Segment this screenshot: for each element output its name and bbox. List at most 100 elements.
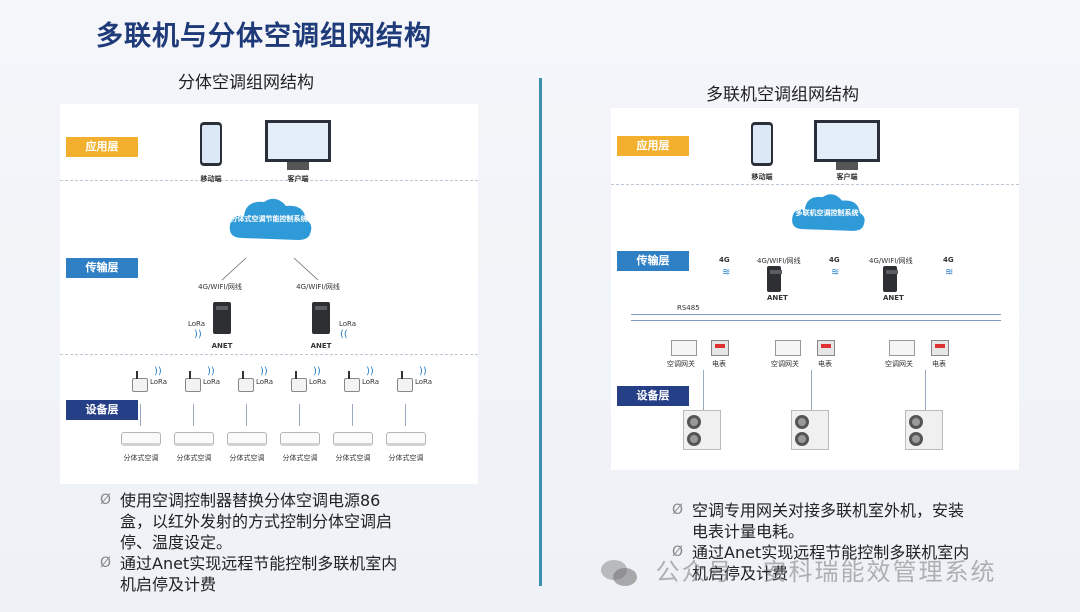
- layer-separator: [611, 184, 1019, 185]
- lora-label: LoRa: [188, 320, 206, 328]
- split-ac-label: 分体式空调: [335, 454, 371, 462]
- note-item: Ø 通过Anet实现远程节能控制多联机室内机启停及计费: [100, 554, 398, 594]
- anet-label: ANET: [211, 342, 233, 350]
- vrf-diagram: 应用层 传输层 设备层 移动端 客户端 多联机空调控制系统 4G ≋ 4G/WI…: [611, 108, 1019, 470]
- ac-controller-icon: [185, 371, 201, 392]
- wireless-signal-icon: )): [313, 366, 321, 377]
- wireless-signal-icon: )): [154, 366, 162, 377]
- meter-label: 电表: [932, 360, 946, 368]
- cloud-icon: 分体式空调节能控制系统: [224, 192, 314, 250]
- split-ac-diagram: 应用层 传输层 设备层 移动端 客户端 分体式空调节能控制系统 4G/WIFI/…: [60, 104, 478, 484]
- bullet-icon: Ø: [672, 544, 684, 560]
- anet-label: ANET: [310, 342, 332, 350]
- split-ac-unit-icon: [227, 432, 267, 446]
- rs485-bus: [631, 314, 1001, 315]
- mobile-label: 移动端: [751, 173, 773, 181]
- vrf-outdoor-unit-icon: [791, 410, 829, 450]
- link-label-left: 4G/WIFI/网线: [198, 283, 242, 291]
- cloud-label: 分体式空调节能控制系统: [230, 215, 308, 223]
- wireless-signal-icon: ≋: [945, 267, 954, 278]
- bullet-icon: Ø: [672, 502, 684, 518]
- ac-controller-icon: [397, 371, 413, 392]
- layer-transport-label: 传输层: [66, 258, 138, 278]
- meter-label: 电表: [712, 360, 726, 368]
- split-ac-label: 分体式空调: [123, 454, 159, 462]
- ac-controller-icon: [291, 371, 307, 392]
- split-ac-unit-icon: [174, 432, 214, 446]
- client-monitor-icon: [814, 120, 880, 172]
- cloud-icon: 多联机空调控制系统: [787, 188, 867, 240]
- left-notes: Ø 使用空调控制器替换分体空调电源86盒，以红外发射的方式控制分体空调启停、温度…: [100, 490, 400, 595]
- wechat-logo-icon: [601, 560, 637, 586]
- split-ac-label: 分体式空调: [229, 454, 265, 462]
- anet-gateway-icon: [213, 302, 231, 334]
- layer-device-label: 设备层: [66, 400, 138, 420]
- link-4g-label: 4G: [829, 256, 840, 264]
- split-ac-label: 分体式空调: [176, 454, 212, 462]
- watermark: 公众号 · 安科瑞能效管理系统: [600, 552, 997, 588]
- wireless-signal-icon: )): [207, 366, 215, 377]
- note-item: Ø 使用空调控制器替换分体空调电源86盒，以红外发射的方式控制分体空调启停、温度…: [100, 491, 393, 552]
- layer-transport-label: 传输层: [617, 251, 689, 271]
- bullet-icon: Ø: [100, 492, 112, 508]
- right-subtitle: 多联机空调组网结构: [706, 85, 859, 105]
- split-ac-label: 分体式空调: [388, 454, 424, 462]
- ac-gateway-icon: [775, 340, 801, 356]
- rs485-bus-label: RS485: [677, 304, 700, 312]
- wireless-signal-icon: )): [419, 366, 427, 377]
- layer-separator: [60, 180, 478, 181]
- mobile-device-icon: [200, 122, 222, 166]
- wireless-signal-icon: ((: [340, 329, 348, 340]
- lora-label: LoRa: [203, 378, 221, 386]
- layer-separator: [60, 354, 478, 355]
- link-4g-label: 4G: [719, 256, 730, 264]
- cloud-label: 多联机空调控制系统: [795, 209, 859, 217]
- anet-gateway-icon: [312, 302, 330, 334]
- right-notes: Ø 空调专用网关对接多联机室外机，安装电表计量电耗。 Ø 通过Anet实现远程节…: [672, 500, 972, 584]
- split-ac-unit-icon: [386, 432, 426, 446]
- ac-gateway-label: 空调网关: [667, 360, 695, 368]
- vrf-outdoor-unit-icon: [683, 410, 721, 450]
- bullet-icon: Ø: [100, 555, 112, 571]
- split-ac-unit-icon: [121, 432, 161, 446]
- wireless-signal-icon: )): [366, 366, 374, 377]
- meter-label: 电表: [818, 360, 832, 368]
- wireless-signal-icon: ≋: [831, 267, 840, 278]
- anet-label: ANET: [767, 294, 788, 302]
- split-ac-label: 分体式空调: [282, 454, 318, 462]
- wireless-signal-icon: )): [194, 329, 202, 340]
- vrf-outdoor-unit-icon: [905, 410, 943, 450]
- anet-gateway-icon: [883, 266, 898, 292]
- energy-meter-icon: [817, 340, 835, 356]
- lora-label: LoRa: [362, 378, 380, 386]
- mobile-label: 移动端: [200, 175, 222, 183]
- ac-gateway-label: 空调网关: [771, 360, 799, 368]
- lora-label: LoRa: [256, 378, 274, 386]
- lora-label: LoRa: [415, 378, 433, 386]
- split-ac-unit-icon: [333, 432, 373, 446]
- client-label: 客户端: [836, 173, 858, 181]
- energy-meter-icon: [931, 340, 949, 356]
- layer-app-label: 应用层: [66, 137, 138, 157]
- center-divider: [539, 78, 542, 586]
- left-subtitle: 分体空调组网结构: [178, 73, 314, 93]
- link-4g-label: 4G: [943, 256, 954, 264]
- layer-device-label: 设备层: [617, 386, 689, 406]
- lora-label: LoRa: [339, 320, 357, 328]
- client-monitor-icon: [265, 120, 331, 172]
- ac-controller-icon: [344, 371, 360, 392]
- ac-gateway-icon: [671, 340, 697, 356]
- client-label: 客户端: [287, 175, 309, 183]
- anet-gateway-icon: [767, 266, 782, 292]
- ac-controller-icon: [132, 371, 148, 392]
- split-ac-unit-icon: [280, 432, 320, 446]
- lora-label: LoRa: [309, 378, 327, 386]
- rs485-bus: [631, 320, 1001, 321]
- layer-app-label: 应用层: [617, 136, 689, 156]
- ac-gateway-icon: [889, 340, 915, 356]
- wireless-signal-icon: )): [260, 366, 268, 377]
- mobile-device-icon: [751, 122, 773, 166]
- anet-label: ANET: [883, 294, 904, 302]
- energy-meter-icon: [711, 340, 729, 356]
- ac-controller-icon: [238, 371, 254, 392]
